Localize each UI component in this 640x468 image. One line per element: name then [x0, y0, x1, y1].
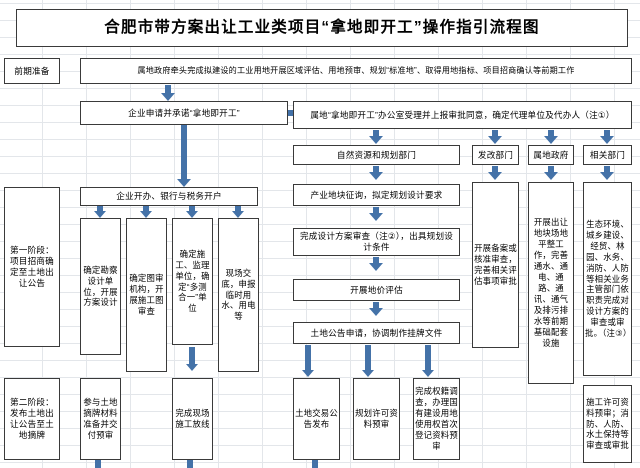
arrow-localgov-to-leveling — [543, 166, 559, 180]
arrow-notice-to-trade — [301, 345, 315, 377]
arrow-stub-site-setout — [185, 460, 195, 468]
node-prep-work: 属地政府牵头完成拟建设的工业用地开展区域评估、用地预审、规划“标准地”、取得用地… — [80, 58, 632, 84]
node-land-price: 开展地价评估 — [293, 279, 460, 301]
node-enterprise-open: 企业开办、银行与税务开户 — [80, 187, 258, 206]
arrow-resource-to-consult — [368, 166, 384, 180]
node-title-survey: 完成权籍调查，办理国有建设用地使用权首次登记资料预审 — [413, 378, 460, 460]
node-bid-material: 参与土地摘牌材料准备并交付预审 — [80, 378, 121, 460]
node-land-notice: 土地公告申请，协调制作挂牌文件 — [293, 322, 460, 344]
node-record-approve: 开展备案或核准审查，完善相关评估事项审批 — [472, 182, 519, 348]
arrow-stub-bid-material — [93, 460, 103, 468]
chart-title: 合肥市带方案出让工业类项目“拿地即开工”操作指引流程图 — [16, 9, 628, 47]
arrow-open-to-site — [231, 206, 245, 218]
arrow-notice-to-plan-permit — [361, 345, 375, 377]
stage-label-two: 第二阶段：发布土地出让公告至土地摘牌 — [4, 378, 60, 460]
arrow-consult-to-design — [368, 207, 384, 221]
arrow-apply-to-enterprise-open — [176, 125, 192, 187]
node-office-accept: 属地“拿地即开工”办公室受理并上报审批同意，确定代理单位及代办人（注①） — [293, 101, 632, 129]
node-col-site: 现场交底，申报临时用水、用电等 — [218, 218, 259, 372]
node-plan-permit: 规划许可资料预审 — [353, 378, 400, 460]
arrow-office-to-localgov — [543, 130, 559, 144]
arrow-design-to-price — [368, 257, 384, 271]
arrow-open-to-survey — [93, 206, 107, 218]
node-dept-development: 发改部门 — [472, 145, 519, 165]
arrow-related-to-approve — [599, 166, 615, 180]
arrow-development-to-record — [487, 166, 503, 180]
node-site-setout: 完成现场施工放线 — [172, 378, 213, 460]
node-plot-consult: 产业地块征询，拟定规划设计要求 — [293, 184, 460, 206]
node-trade-notice: 土地交易公告发布 — [293, 378, 340, 460]
stage-label-one: 第一阶段：项目招商确定至土地出让公告 — [4, 187, 60, 347]
arrow-office-to-resource — [368, 130, 384, 144]
arrow-construction-down — [185, 347, 199, 371]
node-related-approve: 生态环境、城乡建设、经贸、林园、水务、消防、人防等相关业务主管部门依职责完成对设… — [583, 182, 632, 376]
node-col-review: 确定图审机构，开展施工图审查 — [126, 218, 167, 372]
node-enterprise-apply: 企业申请并承诺“拿地即开工” — [80, 101, 288, 125]
arrow-price-to-notice — [368, 302, 384, 316]
arrow-open-to-review — [139, 206, 153, 218]
node-build-permit: 施工许可资料预审；消防、人防、水土保持等审查或审批 — [583, 385, 632, 463]
arrow-stub-trade-notice — [310, 460, 320, 468]
arrow-prep-to-apply — [160, 85, 176, 101]
stage-label-prep: 前期准备 — [4, 58, 60, 84]
node-dept-resource: 自然资源和规划部门 — [293, 145, 460, 165]
node-dept-related: 相关部门 — [583, 145, 632, 165]
node-site-leveling: 开展出让地块场地平整工作，完善通水、通电、通路、通讯、通气及排污排水等前期基础配… — [528, 182, 574, 384]
arrow-open-to-construction — [185, 206, 199, 218]
arrow-notice-to-title-survey — [421, 345, 435, 377]
node-dept-localgov: 属地政府 — [528, 145, 574, 165]
node-design-review: 完成设计方案审查（注②），出具规划设计条件 — [293, 228, 460, 256]
node-col-survey: 确定勘察设计单位，开展方案设计 — [80, 218, 121, 355]
node-col-construction: 确定施工、监理单位，确定“多测合一”单位 — [172, 218, 213, 345]
arrow-office-to-related — [599, 130, 615, 144]
arrow-office-to-development — [487, 130, 503, 144]
